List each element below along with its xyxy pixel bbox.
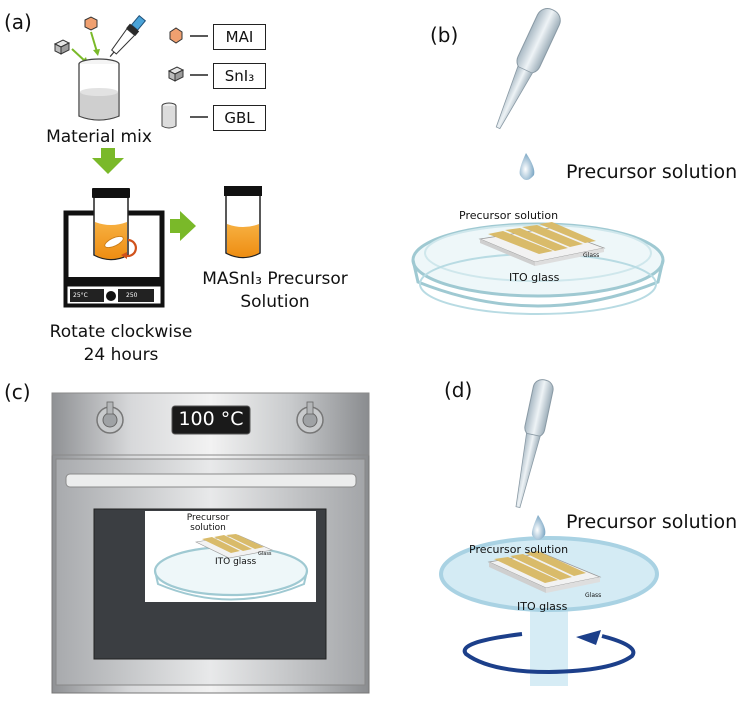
window-ito-glass: ITO glass (215, 557, 257, 567)
beaker-icon (78, 58, 120, 121)
panel-a-label: (a) (4, 10, 32, 34)
ito-substrate-c (195, 534, 274, 559)
precursor-line-2: Solution (240, 292, 310, 312)
panel-a-graphics (53, 15, 262, 308)
dish-precursor-b: Precursor solution (459, 209, 559, 222)
panel-c-label: (c) (4, 380, 31, 404)
precursor-solution-b: Precursor solution (566, 161, 738, 183)
hexagon-icon (84, 16, 98, 31)
rotate-line-1: Rotate clockwise (49, 322, 193, 342)
legend-gbl: GBL (213, 105, 266, 131)
glass-d: Glass (585, 592, 602, 599)
cube-icon (53, 39, 71, 55)
legend-hexagon-icon (169, 27, 183, 44)
panel-b-label: (b) (430, 23, 459, 47)
window-glass: Glass (258, 551, 272, 557)
precursor-vial (224, 186, 262, 259)
precursor-solution-d: Precursor solution (566, 511, 738, 533)
panel-b-graphics (411, 8, 665, 315)
precursor-line-1: MASnI₃ Precursor (202, 269, 348, 289)
legend-mai: MAI (213, 24, 266, 50)
window-precursor-2: solution (190, 523, 226, 533)
right-knob-icon (296, 401, 324, 434)
down-arrow-icon (92, 148, 124, 174)
ito-substrate-d (487, 551, 602, 593)
oven-temperature: 100 °C (178, 408, 244, 430)
rotator-device (63, 188, 165, 308)
pipette-icon-d (515, 379, 554, 509)
dropper-icon (109, 15, 147, 57)
rotate-line-2: 24 hours (83, 345, 159, 365)
right-arrow-icon (170, 211, 196, 241)
droplet-icon-b (519, 153, 535, 180)
droplet-icon-d (531, 515, 546, 540)
ito-glass-b: ITO glass (509, 271, 560, 284)
glass-b: Glass (583, 252, 600, 259)
window-precursor-1: Precursor (186, 513, 230, 523)
material-mix-label: Material mix (46, 127, 152, 147)
pipette-icon-b (495, 8, 561, 130)
oven-handle (65, 473, 357, 488)
oven-display (171, 405, 251, 435)
device-speed: 250 (126, 292, 138, 299)
legend-vial-icon (161, 102, 177, 129)
panel-c-graphics (51, 392, 370, 694)
dish-precursor-d: Precursor solution (469, 543, 569, 556)
device-temp: 25°C (73, 292, 88, 299)
ito-substrate-b (478, 222, 606, 266)
legend-cube-icon (167, 66, 185, 82)
ito-glass-d: ITO glass (517, 600, 568, 613)
panel-d-label: (d) (444, 378, 473, 402)
panel-d-graphics (439, 379, 659, 686)
rotation-arrow-icon (462, 632, 636, 675)
legend-sni3: SnI₃ (213, 63, 266, 89)
left-knob-icon (96, 401, 124, 434)
